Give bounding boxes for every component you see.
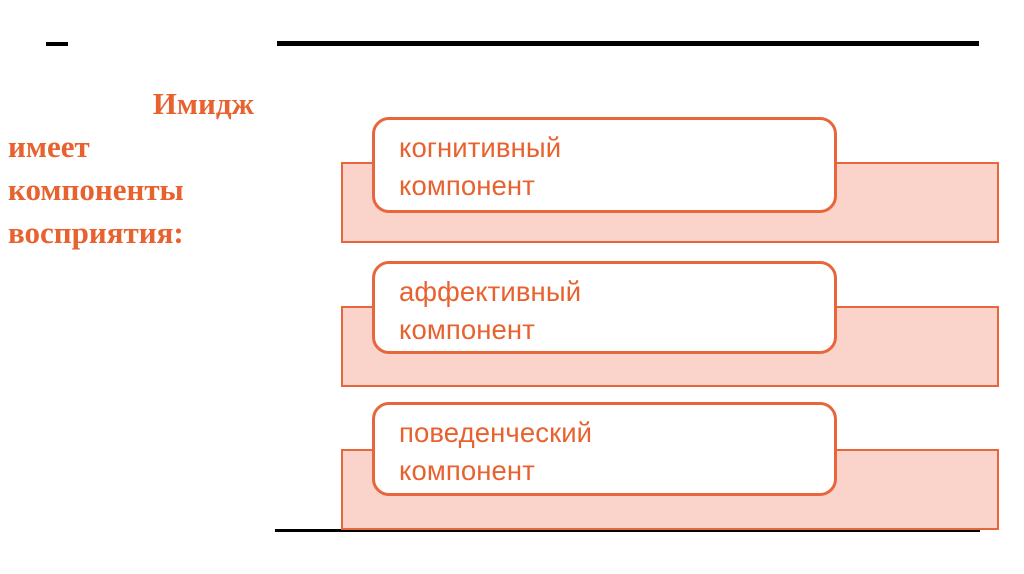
component-card-3[interactable]: поведенческий компонент: [372, 402, 837, 496]
heading-line-4: восприятия:: [8, 215, 184, 250]
component-row-1: когнитивный компонент: [0, 0, 1024, 250]
component-row-2: аффективный компонент: [341, 261, 999, 387]
heading-line-2: имеет: [8, 129, 90, 164]
component-card-1[interactable]: когнитивный компонент: [372, 117, 837, 213]
decorative-rule-top: [277, 41, 979, 46]
heading-line-1: Имидж: [152, 86, 254, 121]
decorative-dash-left: [46, 42, 68, 46]
component-label-1: когнитивный компонент: [399, 132, 562, 201]
slide-heading: Имидж имеет компоненты восприятия:: [8, 82, 256, 254]
heading-line-3: компоненты: [8, 172, 184, 207]
decorative-rule-bottom: [275, 529, 980, 532]
component-label-2: аффективный компонент: [399, 276, 582, 345]
component-label-3: поведенческий компонент: [399, 417, 593, 486]
component-row-3: поведенческий компонент: [341, 402, 999, 530]
component-card-2[interactable]: аффективный компонент: [372, 261, 837, 354]
